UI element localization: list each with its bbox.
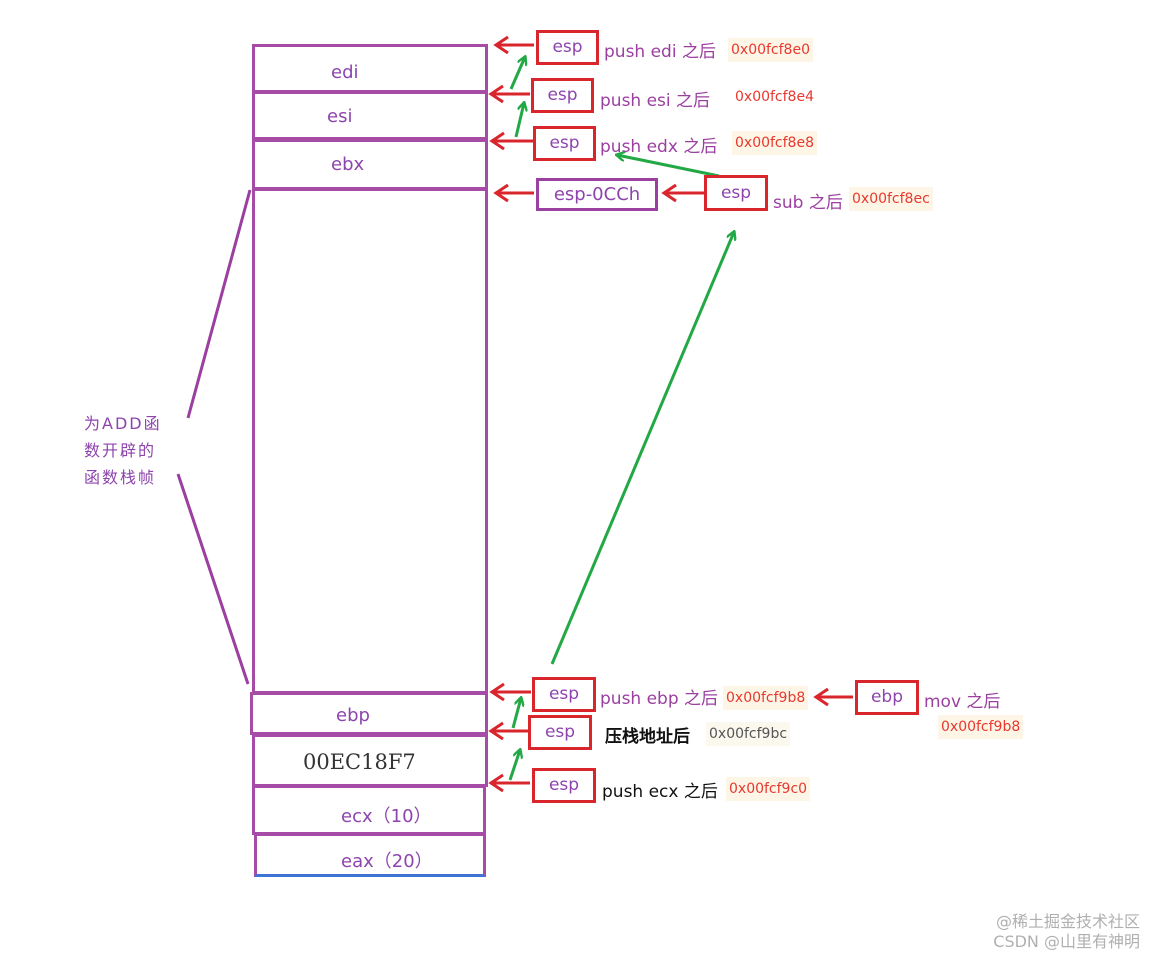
slot-label: eax（20） (341, 851, 433, 872)
red-arrow (489, 682, 531, 702)
side-note-line: 为ADD函 (84, 414, 162, 433)
address-label: 0x00fcf8e4 (735, 89, 814, 105)
pointer-caption: push ebp 之后 (600, 689, 719, 709)
green-arrow (509, 57, 525, 90)
stack-slot-ecx: ecx（10） (252, 785, 486, 835)
red-arrow (661, 183, 704, 203)
address-label: 0x00fcf9bc (706, 722, 791, 746)
pointer-caption: push edi 之后 (604, 42, 716, 62)
esp-pointer-box: esp (532, 768, 596, 803)
ebp-pointer-box: ebp (855, 680, 919, 715)
address-label: 0x00fcf9c0 (726, 777, 811, 801)
stack-slot-return-address: 00EC18F7 (252, 734, 488, 787)
address-label: 0x00fcf9b8 (723, 686, 809, 710)
slot-label: edi (331, 62, 359, 83)
watermark-line: @稀土掘金技术社区 (995, 912, 1140, 931)
green-arrow (511, 698, 521, 729)
red-arrow (493, 35, 534, 55)
green-arrow (617, 155, 720, 178)
stack-frame-region (252, 188, 488, 694)
pointer-caption: 压栈地址后 (605, 727, 690, 747)
esp-offset-box: esp-0CCh (536, 178, 658, 211)
esp-pointer-box: esp (532, 677, 596, 712)
address-label: 0x00fcf8e0 (728, 38, 813, 62)
address-label: 0x00fcf9b8 (938, 715, 1024, 739)
slot-label: esi (327, 106, 353, 127)
green-arrow (508, 750, 520, 781)
green-arrow (550, 232, 734, 665)
bracket-line-lower (176, 473, 250, 685)
stack-slot-ebp: ebp (250, 692, 488, 735)
side-note-line: 数开辟的 (84, 441, 157, 460)
address-label: 0x00fcf8ec (849, 187, 933, 211)
stack-slot-esi: esi (252, 91, 488, 140)
esp-pointer-box: esp (704, 175, 768, 211)
bracket-line-upper (186, 189, 252, 419)
slot-label: ebx (331, 154, 365, 175)
pointer-caption: push edx 之后 (600, 137, 718, 157)
pointer-caption: mov 之后 (924, 692, 1001, 712)
slot-label: ebp (336, 705, 370, 726)
esp-pointer-box: esp (536, 30, 599, 65)
stack-slot-ebx: ebx (252, 139, 488, 190)
red-arrow (489, 131, 533, 151)
red-arrow (488, 84, 530, 104)
esp-pointer-box: esp (528, 715, 592, 750)
slot-label: ecx（10） (341, 806, 432, 827)
red-arrow (488, 721, 528, 741)
green-arrow (514, 103, 524, 138)
esp-pointer-box: esp (531, 78, 594, 113)
red-arrow (493, 183, 534, 203)
pointer-caption: push ecx 之后 (602, 782, 718, 802)
slot-label: 00EC18F7 (303, 750, 416, 774)
address-label: 0x00fcf8e8 (732, 131, 817, 155)
esp-pointer-box: esp (533, 126, 596, 161)
pointer-caption: push esi 之后 (600, 91, 711, 111)
red-arrow (488, 773, 530, 793)
stack-slot-eax: eax（20） (254, 833, 486, 877)
pointer-caption: sub 之后 (773, 193, 843, 213)
red-arrow (813, 687, 853, 707)
stack-slot-edi: edi (252, 44, 488, 93)
side-note-line: 函数栈帧 (84, 468, 157, 487)
side-note: 为ADD函 数开辟的 函数栈帧 (84, 410, 162, 491)
watermark-line: CSDN @山里有神明 (993, 932, 1140, 951)
